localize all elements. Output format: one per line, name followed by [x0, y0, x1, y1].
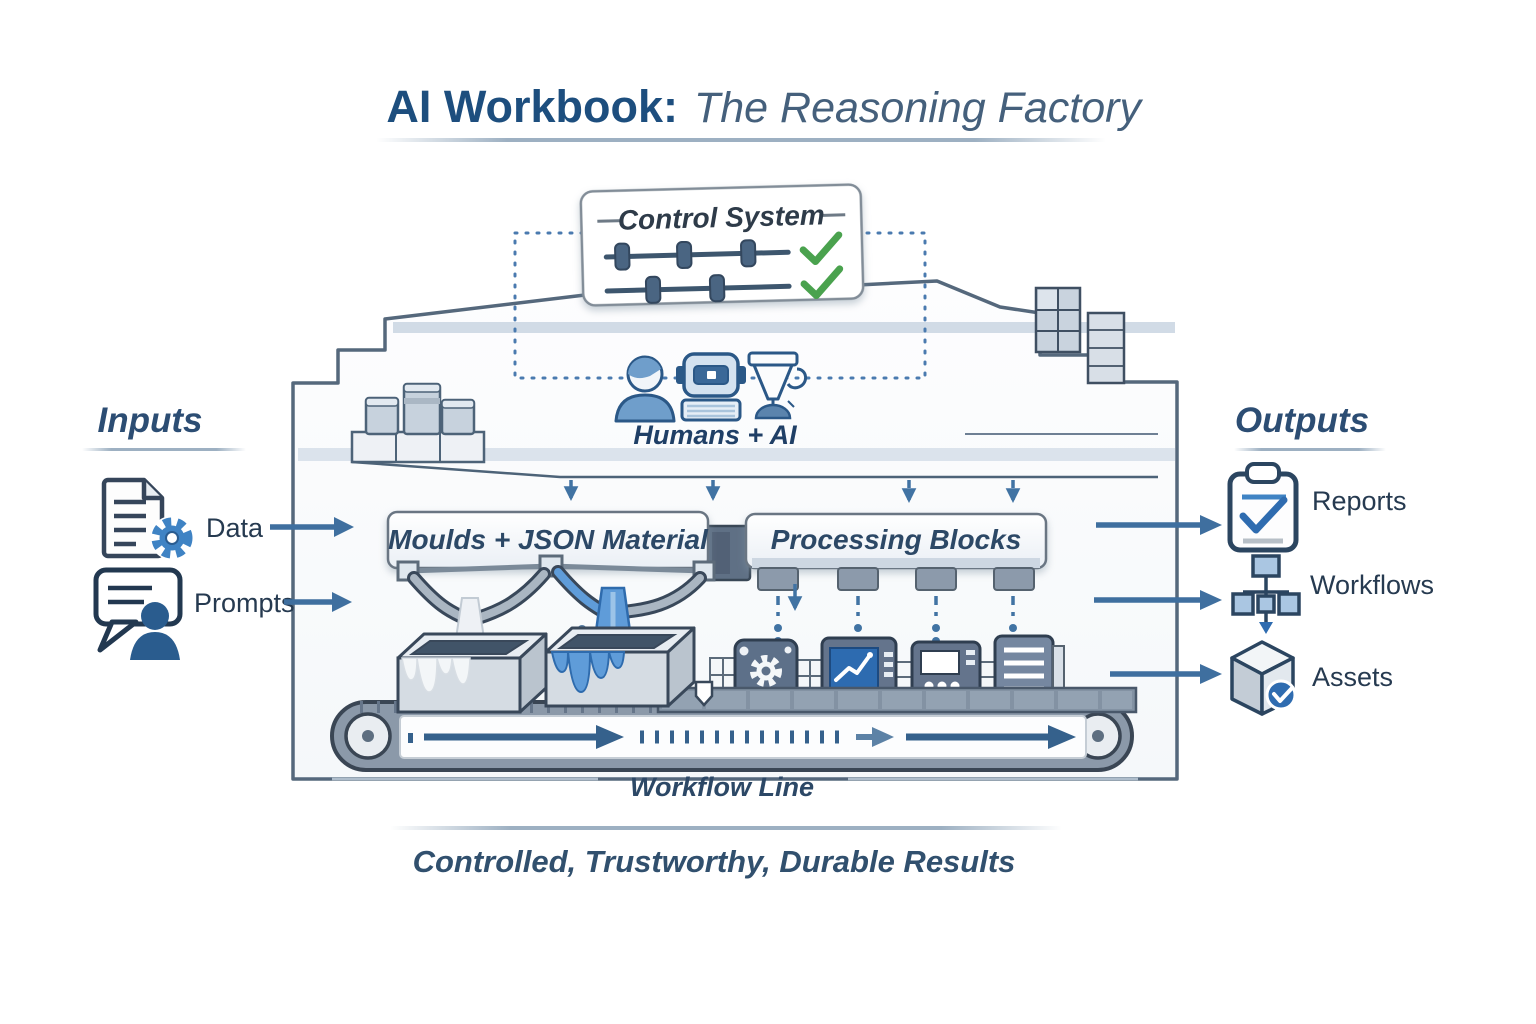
- mould-blue: [544, 586, 696, 708]
- caption-text: Controlled, Trustworthy, Durable Results: [413, 844, 1016, 879]
- tank-cylinder: [440, 398, 476, 436]
- slider-handle: [740, 239, 757, 268]
- gear-icon: [750, 655, 782, 687]
- inputs-section: Inputs Data: [82, 401, 354, 660]
- rooftop-grid-block: [1034, 286, 1082, 354]
- nozzle-tab: [993, 567, 1035, 591]
- check-icon: [799, 231, 843, 266]
- gear-machine: [733, 638, 799, 704]
- slider-handle: [708, 274, 726, 303]
- sparkle: [787, 400, 795, 408]
- pointer-marker: [694, 680, 714, 707]
- output-reports-label: Reports: [1312, 486, 1407, 516]
- slider-row-2: [604, 274, 792, 304]
- humans-ai-group: Humans + AI: [614, 351, 807, 450]
- panel-screen: [920, 650, 960, 675]
- machine-connectors: [709, 657, 997, 693]
- nozzle-tab: [915, 567, 957, 591]
- box-connector-shade: [712, 532, 730, 574]
- distribution-line: [351, 460, 1158, 479]
- nozzle-tab: [757, 567, 799, 591]
- tank-platform: [350, 382, 486, 464]
- label-dash-right: [819, 213, 846, 217]
- person-icon: [614, 355, 676, 423]
- processing-box-base: [752, 558, 1040, 568]
- workflow-line-label: Workflow Line: [630, 772, 814, 802]
- check-icon: [800, 265, 844, 300]
- outputs-section: Outputs Reports: [1094, 401, 1434, 716]
- roof-band: [393, 322, 1175, 333]
- white-drips: [401, 657, 471, 693]
- output-item-workflows: Workflows: [1094, 554, 1434, 634]
- chat-person-icon: [93, 567, 183, 660]
- workflows-output-arrow: [1094, 590, 1222, 610]
- guard-deck: [656, 680, 1138, 714]
- distribution-arrows: [351, 460, 1158, 503]
- funnel-right: [551, 565, 707, 619]
- title-main-text: AI Workbook:: [386, 81, 678, 132]
- moulds-box-label: Moulds + JSON Material: [388, 524, 709, 555]
- mezzanine-band: [298, 448, 1175, 461]
- workflow-line-label-group: Workflow Line: [332, 772, 1138, 802]
- inputs-heading: Inputs: [98, 401, 203, 440]
- printer-machine: [993, 634, 1065, 704]
- tank-cylinder: [402, 382, 442, 436]
- clipboard-check-icon: [1227, 462, 1299, 553]
- trend-line-icon: [834, 653, 872, 682]
- data-input-arrow: [270, 517, 354, 537]
- inputs-underline: [82, 448, 246, 451]
- funnel-rig: [396, 554, 716, 643]
- tank-cylinder: [364, 396, 400, 436]
- belt-direction-strip: [399, 715, 1087, 759]
- output-item-reports: Reports: [1096, 462, 1407, 553]
- control-system-label: Control System: [617, 199, 825, 235]
- control-system-panel: Control System: [579, 183, 865, 307]
- output-item-assets: Assets: [1110, 640, 1393, 716]
- prompts-input-arrow: [284, 592, 352, 612]
- output-assets-label: Assets: [1312, 662, 1393, 692]
- assets-output-arrow: [1110, 664, 1222, 684]
- input-prompts-label: Prompts: [194, 588, 295, 618]
- output-workflows-label: Workflows: [1310, 570, 1434, 600]
- outputs-underline: [1234, 448, 1386, 451]
- input-item-prompts: Prompts: [93, 567, 352, 660]
- title-subtitle-text: The Reasoning Factory: [694, 84, 1143, 132]
- flowchart-icon: [1231, 554, 1301, 634]
- input-item-data: Data: [101, 477, 354, 560]
- page-title: AI Workbook: The Reasoning Factory: [376, 81, 1143, 142]
- caption-divider: [390, 826, 1062, 830]
- title-divider: [376, 138, 1106, 142]
- slider-handle: [614, 242, 631, 271]
- caption-group: Controlled, Trustworthy, Durable Results: [390, 826, 1062, 879]
- processing-box-label: Processing Blocks: [771, 524, 1022, 555]
- label-dash-left: [597, 219, 624, 223]
- input-data-label: Data: [206, 513, 264, 543]
- processing-box: Processing Blocks: [744, 512, 1048, 591]
- slider-row-1: [603, 239, 791, 271]
- cube-badge-icon: [1230, 640, 1297, 716]
- document-gear-icon: [101, 477, 194, 560]
- trophy-icon: [747, 351, 807, 420]
- control-system-box: [579, 183, 865, 307]
- robot-icon: [676, 352, 746, 422]
- rooftop-striped-block: [1086, 311, 1126, 385]
- outputs-heading: Outputs: [1235, 401, 1369, 440]
- blue-drips: [550, 651, 626, 694]
- slider-handle: [644, 275, 662, 304]
- slider-handle: [676, 240, 693, 270]
- humans-ai-label: Humans + AI: [633, 420, 797, 450]
- nozzle-tab: [837, 567, 879, 591]
- reports-output-arrow: [1096, 515, 1222, 535]
